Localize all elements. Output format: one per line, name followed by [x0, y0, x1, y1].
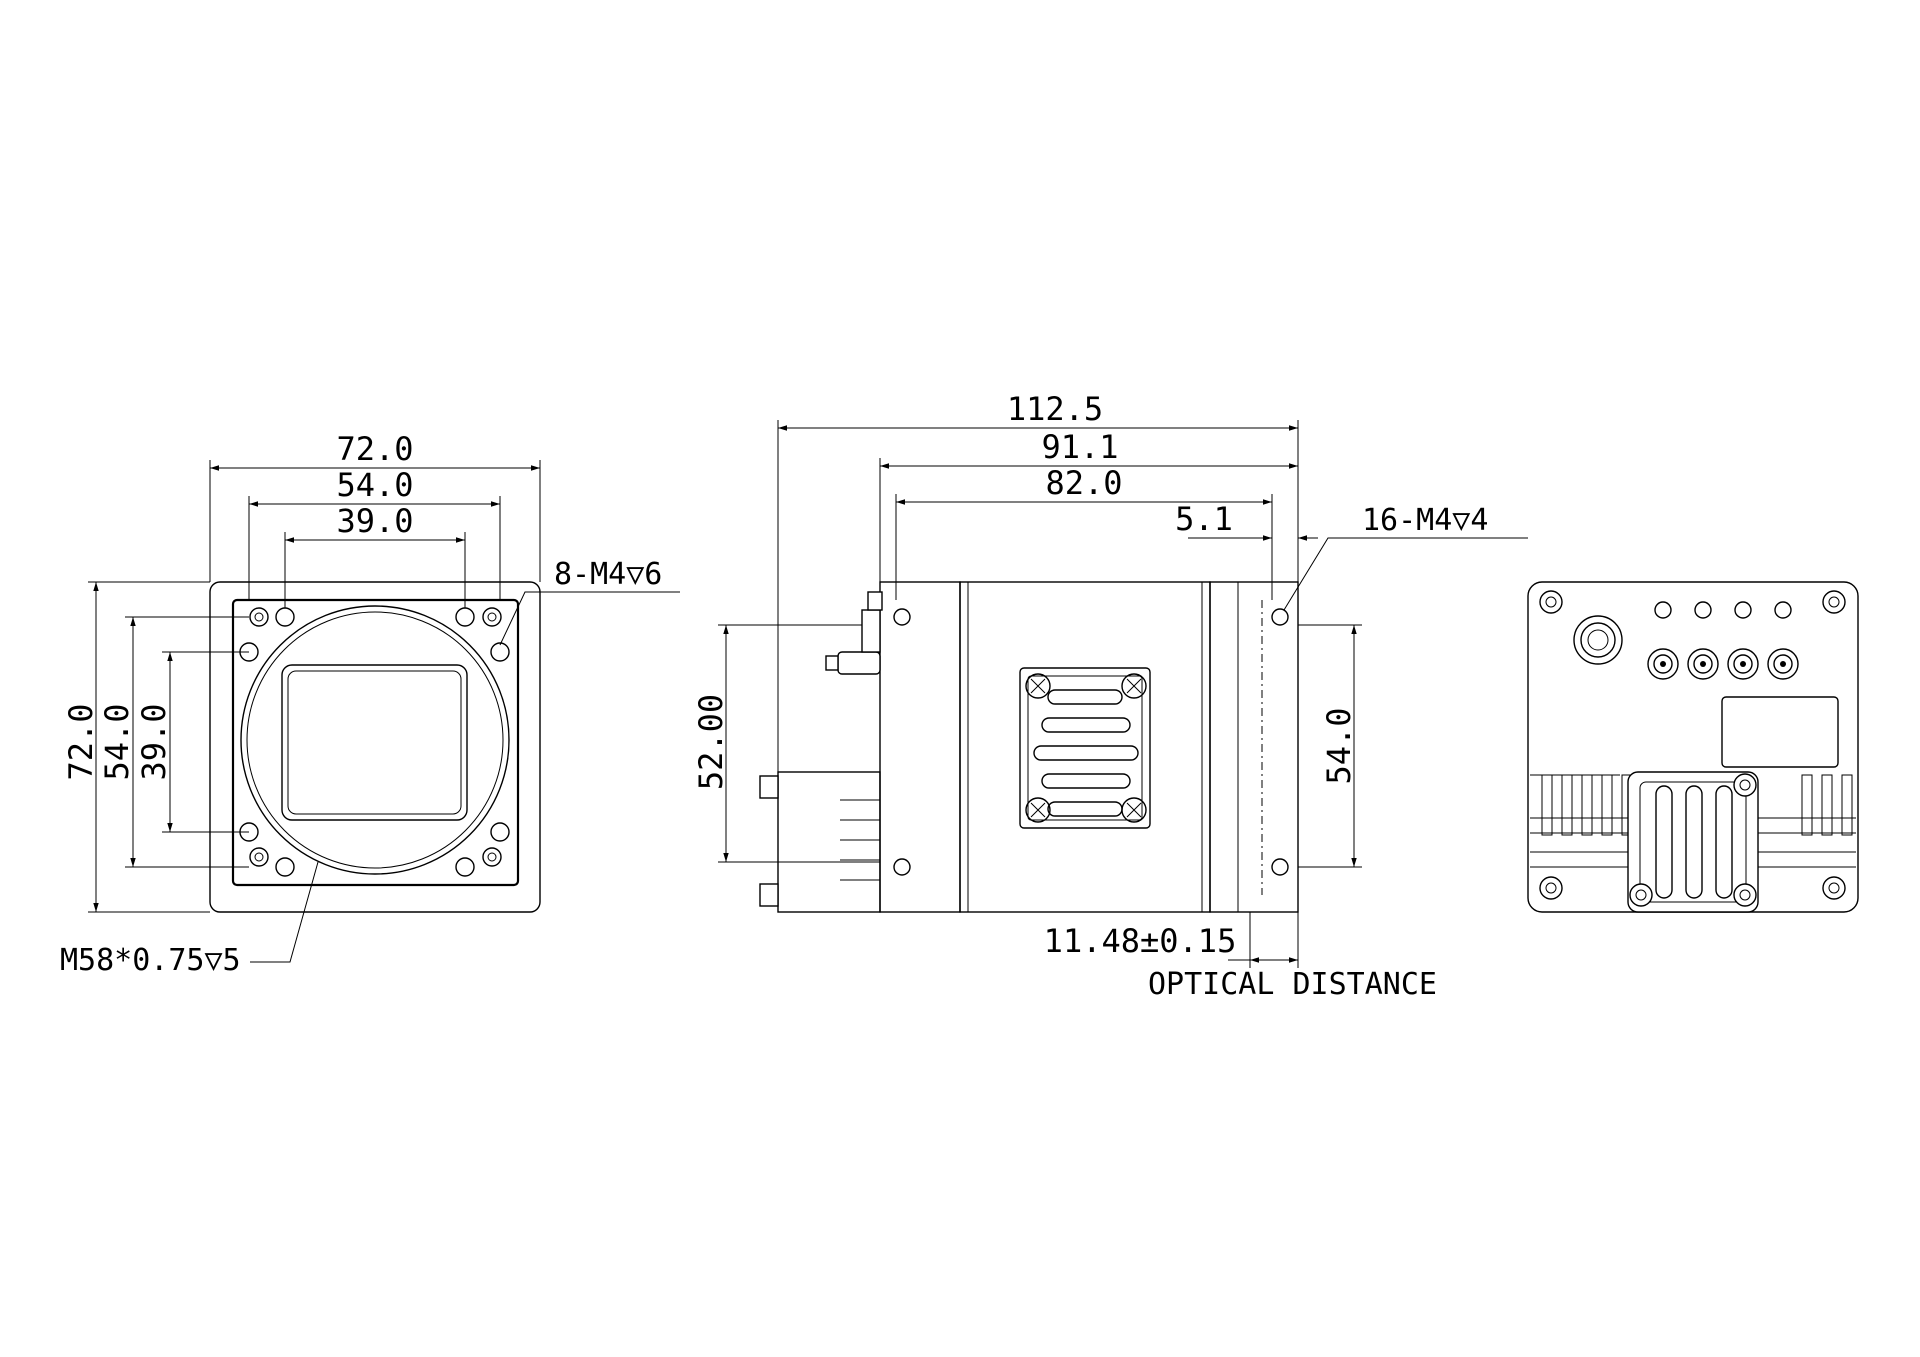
- hole-icon: [455, 607, 475, 627]
- note-holes-front: 8-M4▽6: [554, 557, 662, 592]
- hole-icon: [455, 857, 475, 877]
- main-body: [959, 581, 1211, 913]
- front-mount-holes: [239, 607, 510, 877]
- screw-icon: [1539, 590, 1563, 614]
- leader-holes-front: [499, 591, 680, 646]
- screw-icon: [1121, 673, 1147, 699]
- hole-icon: [275, 607, 295, 627]
- front-inner-plate: [231, 598, 520, 887]
- dim-length-112: 112.5: [1007, 390, 1103, 428]
- note-holes-side: 16-M4▽4: [1362, 503, 1488, 538]
- front-outer-body: [209, 581, 541, 913]
- hole-icon: [490, 822, 510, 842]
- power-connector-icon: [1573, 615, 1623, 665]
- front-view: 72.0 54.0 39.0 72.0 54.0 39.0 8-M4▽6 M58…: [60, 430, 680, 978]
- led-icon: [1694, 601, 1712, 619]
- screw-icon: [1121, 797, 1147, 823]
- dim-height-72: 72.0: [62, 703, 100, 780]
- screw-icon: [1025, 797, 1051, 823]
- coax-port-icon: [1767, 648, 1799, 680]
- optical-distance-dim: [1228, 912, 1299, 968]
- screw-icon: [1733, 773, 1757, 797]
- note-thread: M58*0.75▽5: [60, 943, 241, 978]
- front-flange: [1209, 581, 1299, 913]
- fan-screws: [1025, 673, 1147, 823]
- connector-stub: [837, 651, 881, 675]
- hole-icon: [249, 847, 269, 867]
- hole-icon: [482, 607, 502, 627]
- hole-icon: [1271, 858, 1289, 876]
- led-icon: [1734, 601, 1752, 619]
- dim-offset-5: 5.1: [1175, 500, 1233, 538]
- hole-icon: [249, 607, 269, 627]
- dim-height-54: 54.0: [98, 703, 136, 780]
- side-vertical-dims: [718, 624, 1362, 868]
- screw-icon: [1629, 883, 1653, 907]
- hole-icon: [1271, 608, 1289, 626]
- lens-mount-ring-inner: [246, 611, 504, 869]
- leader-thread: [250, 861, 319, 963]
- coax-ports: [1647, 648, 1799, 680]
- sensor-window: [281, 664, 468, 821]
- dim-height-39: 39.0: [135, 703, 173, 780]
- screw-icon: [1539, 876, 1563, 900]
- coax-port-icon: [1687, 648, 1719, 680]
- hole-icon: [893, 608, 911, 626]
- screw-icon: [1733, 883, 1757, 907]
- side-horizontal-dims: [777, 420, 1318, 772]
- leader-holes-side: [1283, 537, 1528, 611]
- led-icon: [1774, 601, 1792, 619]
- dim-optical: 11.48±0.15: [1044, 922, 1237, 960]
- coax-port-icon: [1727, 648, 1759, 680]
- fan-slots: [1033, 689, 1139, 817]
- dim-height-54-side: 54.0: [1320, 707, 1358, 784]
- hole-icon: [275, 857, 295, 877]
- screw-icon: [1822, 876, 1846, 900]
- led-icon: [1654, 601, 1672, 619]
- label-plate: [1721, 696, 1839, 768]
- rear-fins: [840, 799, 880, 881]
- screw-icon: [1822, 590, 1846, 614]
- hole-icon: [482, 847, 502, 867]
- rear-plate: [879, 581, 961, 913]
- dim-length-91: 91.1: [1041, 428, 1118, 466]
- dim-length-82: 82.0: [1045, 464, 1122, 502]
- label-optical-distance: OPTICAL DISTANCE: [1148, 967, 1437, 1002]
- rear-flange: [777, 771, 881, 913]
- lens-mount-ring: [240, 605, 510, 875]
- rear-view: [1527, 581, 1859, 913]
- front-horizontal-dims: [209, 460, 541, 608]
- front-vertical-dims: [88, 581, 249, 913]
- hole-icon: [893, 858, 911, 876]
- dim-width-72: 72.0: [336, 430, 413, 468]
- dim-height-52: 52.00: [692, 694, 730, 790]
- fan-module: [1019, 667, 1151, 829]
- screw-icon: [1025, 673, 1051, 699]
- coax-port-icon: [1647, 648, 1679, 680]
- sensor-window-inner: [287, 670, 462, 815]
- side-view: 112.5 91.1 82.0 5.1 52.00 54.0 11.48±0.1…: [692, 390, 1528, 1002]
- dim-width-39: 39.0: [336, 502, 413, 540]
- hole-icon: [490, 642, 510, 662]
- rear-fan-housing: [1627, 771, 1759, 913]
- dim-width-54: 54.0: [336, 466, 413, 504]
